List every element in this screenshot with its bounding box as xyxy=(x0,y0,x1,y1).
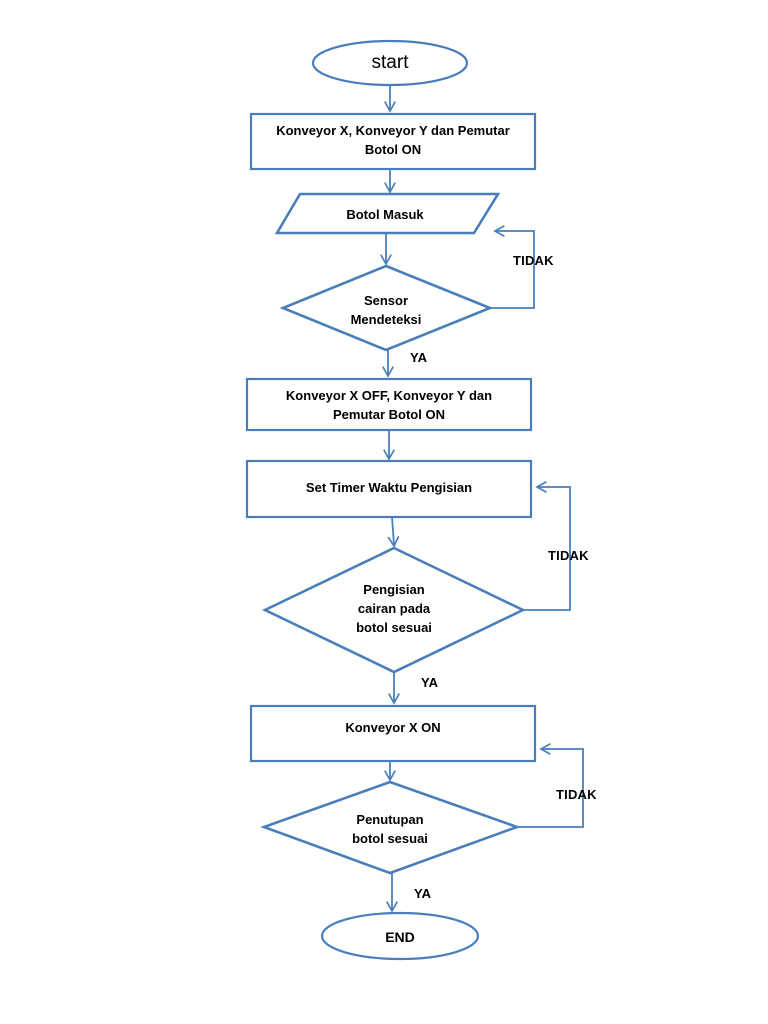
node-proc4-shape xyxy=(249,704,537,763)
edge-dec3-no-loop xyxy=(517,743,584,828)
node-dec1-shape xyxy=(279,264,494,352)
node-dec2-shape xyxy=(261,546,527,674)
node-proc1-shape xyxy=(249,112,537,171)
edge-proc3-to-dec2 xyxy=(387,516,400,548)
edge-dec1-no-loop xyxy=(490,225,535,309)
node-io1-shape xyxy=(274,192,501,235)
node-start-shape xyxy=(311,39,469,87)
edge-dec2-no-loop xyxy=(523,481,571,611)
node-end-shape xyxy=(320,911,480,961)
node-dec3-shape xyxy=(260,780,521,875)
node-proc2-shape xyxy=(245,377,533,432)
node-proc3-shape xyxy=(245,459,533,519)
